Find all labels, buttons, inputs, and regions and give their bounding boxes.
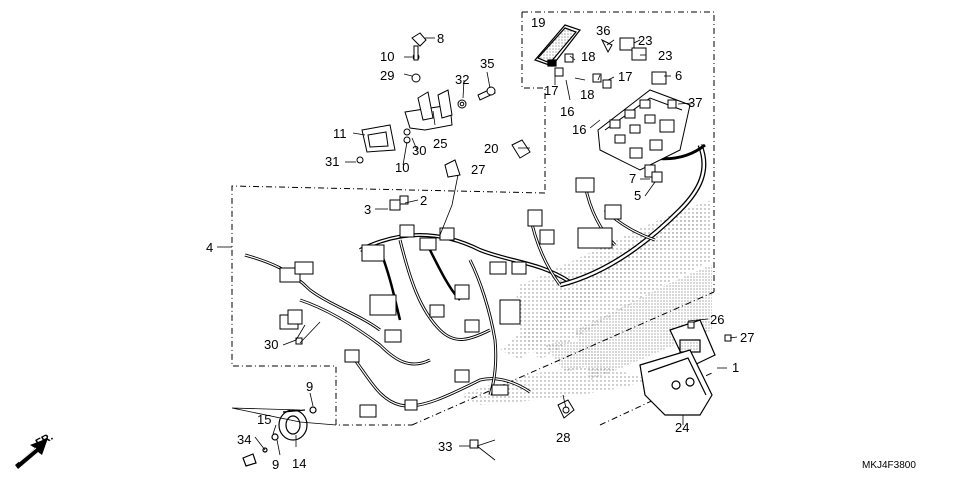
callout-6: 6	[675, 68, 682, 83]
callout-20: 20	[484, 141, 498, 156]
bracket-assembly	[356, 32, 496, 164]
ecu-parts	[639, 319, 716, 416]
callout-18-upper: 18	[581, 49, 595, 64]
callout-10-lower: 10	[395, 160, 409, 175]
callout-14: 14	[292, 456, 306, 471]
callout-19: 19	[531, 15, 545, 30]
callout-31: 30	[264, 337, 278, 352]
leader-lines	[217, 37, 738, 461]
direction-label: FR.	[34, 431, 55, 450]
callout-9-upper: 9	[306, 379, 313, 394]
callout-24: 24	[675, 420, 689, 435]
callout-32: 31	[325, 154, 339, 169]
callout-23-upper: 23	[638, 33, 652, 48]
callout-1: 1	[732, 360, 739, 375]
callout-16-lower: 16	[572, 122, 586, 137]
callout-30-upper: 29	[380, 68, 394, 83]
callout-33: 32	[455, 72, 469, 87]
front-arrow-icon	[15, 438, 48, 469]
callout-23-lower: 23	[658, 48, 672, 63]
callout-28: 27	[471, 162, 485, 177]
callout-25: 25	[433, 136, 447, 151]
callout-7: 7	[629, 171, 636, 186]
callout-35: 34	[237, 432, 251, 447]
callout-16-upper: 16	[560, 104, 574, 119]
frame-shading	[460, 200, 712, 405]
callout-9-lower: 9	[272, 457, 279, 472]
horn-assembly	[242, 406, 317, 467]
callout-15: 15	[257, 412, 271, 427]
harness-connectors	[279, 177, 622, 418]
diagram-code: MKJ4F3800	[862, 460, 916, 471]
callout-5: 5	[634, 188, 641, 203]
callout-34: 33	[438, 439, 452, 454]
callout-17-right: 17	[618, 69, 632, 84]
callout-labels: 1 2 3 4 5 6 7 8 9 9 10 10 11 14 15 16 16…	[206, 15, 754, 472]
callout-4: 4	[206, 240, 213, 255]
callout-37: 36	[596, 23, 610, 38]
misc-parts	[287, 139, 732, 449]
callout-11: 11	[333, 126, 347, 141]
fuse-box	[597, 89, 691, 178]
callout-18-lower: 18	[580, 87, 594, 102]
callout-36: 35	[480, 56, 494, 71]
callout-17-left: 17	[544, 83, 558, 98]
callout-29: 28	[556, 430, 570, 445]
callout-30-lower: 30	[412, 143, 426, 158]
callout-38: 37	[688, 95, 702, 110]
assembly-outlines	[231, 11, 715, 426]
callout-3: 3	[364, 202, 371, 217]
callout-2: 2	[420, 193, 427, 208]
callout-27-lower: 27	[740, 330, 754, 345]
callout-27-upper: 26	[710, 312, 724, 327]
callout-10-upper: 10	[380, 49, 394, 64]
callout-8: 8	[437, 31, 444, 46]
part-19-fuse-block	[533, 24, 581, 67]
